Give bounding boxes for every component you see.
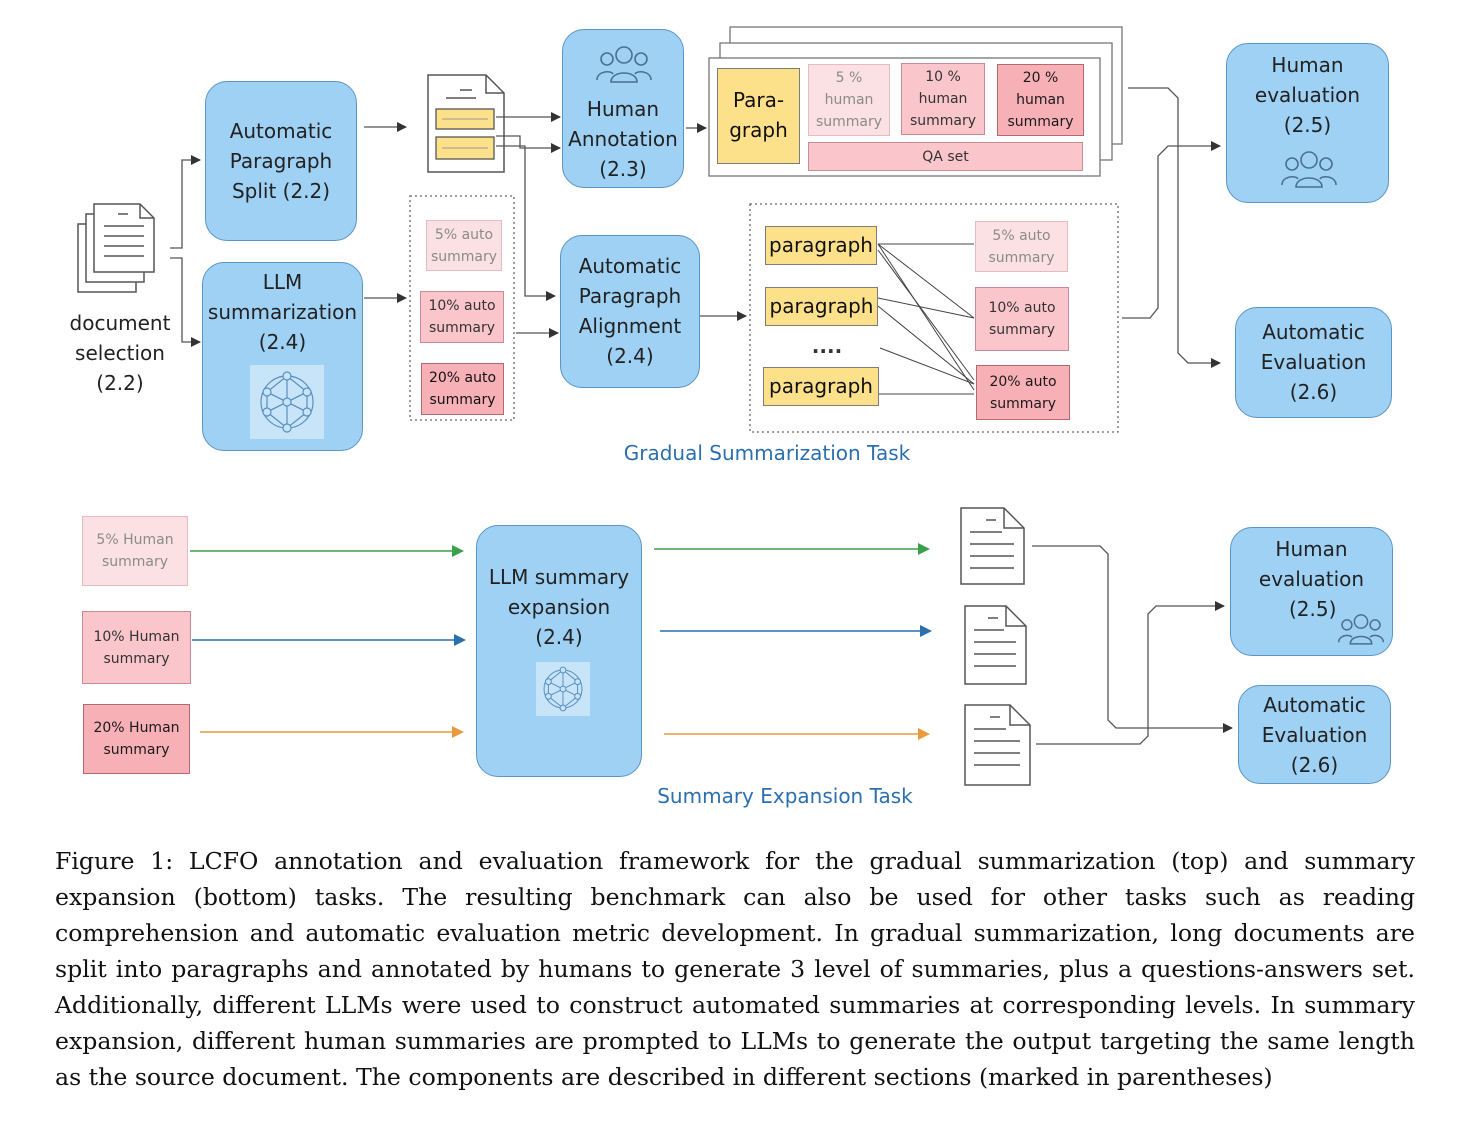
qa-set: QA set (808, 142, 1083, 171)
auto-summary-5: 5% auto summary (426, 220, 502, 271)
human-summary-input-20: 20% Human summary (83, 704, 190, 774)
figure-caption: Figure 1: LCFO annotation and evaluation… (55, 847, 1415, 1091)
document-selection-label: document selection (2.2) (69, 311, 171, 395)
output-document-icon (960, 507, 1025, 585)
split-document-icon (427, 74, 505, 173)
aligned-auto-summary-10: 10% auto summary (975, 287, 1069, 351)
auto-summary-20: 20% auto summary (421, 363, 504, 415)
people-icon (1337, 610, 1385, 648)
automatic-evaluation-box-bottom: Automatic Evaluation (2.6) (1238, 685, 1391, 784)
human-evaluation-box-top: Human evaluation (2.5) (1226, 43, 1389, 203)
automatic-evaluation-box-top: Automatic Evaluation (2.6) (1235, 307, 1392, 418)
auto-summary-10: 10% auto summary (420, 291, 504, 343)
neural-network-icon (250, 365, 324, 439)
document-stack-icon (77, 203, 155, 293)
output-document-icon (964, 605, 1027, 685)
llm-summary-expansion-box: LLM summary expansion (2.4) (476, 525, 642, 777)
human-annotation-box: Human Annotation (2.3) (562, 29, 684, 188)
human-summary-input-10: 10% Human summary (82, 611, 191, 684)
aligned-paragraph: paragraph (763, 367, 879, 406)
aligned-auto-summary-5: 5% auto summary (975, 221, 1068, 272)
aligned-paragraph: paragraph (765, 226, 877, 265)
people-icon (595, 42, 653, 86)
alignment-ellipsis: .... (811, 334, 843, 358)
llm-summarization-box: LLM summarization (2.4) (202, 262, 363, 451)
gradual-summarization-title: Gradual Summarization Task (623, 441, 911, 465)
people-icon (1280, 147, 1338, 191)
aligned-auto-summary-20: 20% auto summary (976, 365, 1070, 420)
human-summary-10: 10 % human summary (901, 63, 985, 135)
paragraph-alignment-box: Automatic Paragraph Alignment (2.4) (560, 235, 700, 388)
human-summary-input-5: 5% Human summary (82, 516, 188, 586)
human-evaluation-box-bottom: Human evaluation (2.5) (1230, 527, 1393, 656)
output-document-icon (964, 704, 1031, 786)
neural-network-icon (536, 662, 590, 716)
human-summary-5: 5 % human summary (808, 64, 890, 136)
human-summary-20: 20 % human summary (997, 64, 1084, 136)
summary-expansion-title: Summary Expansion Task (657, 784, 913, 808)
paragraph-split-box: Automatic Paragraph Split (2.2) (205, 81, 357, 241)
aligned-paragraph: paragraph (765, 287, 878, 326)
annotation-paragraph: Para- graph (717, 68, 800, 164)
